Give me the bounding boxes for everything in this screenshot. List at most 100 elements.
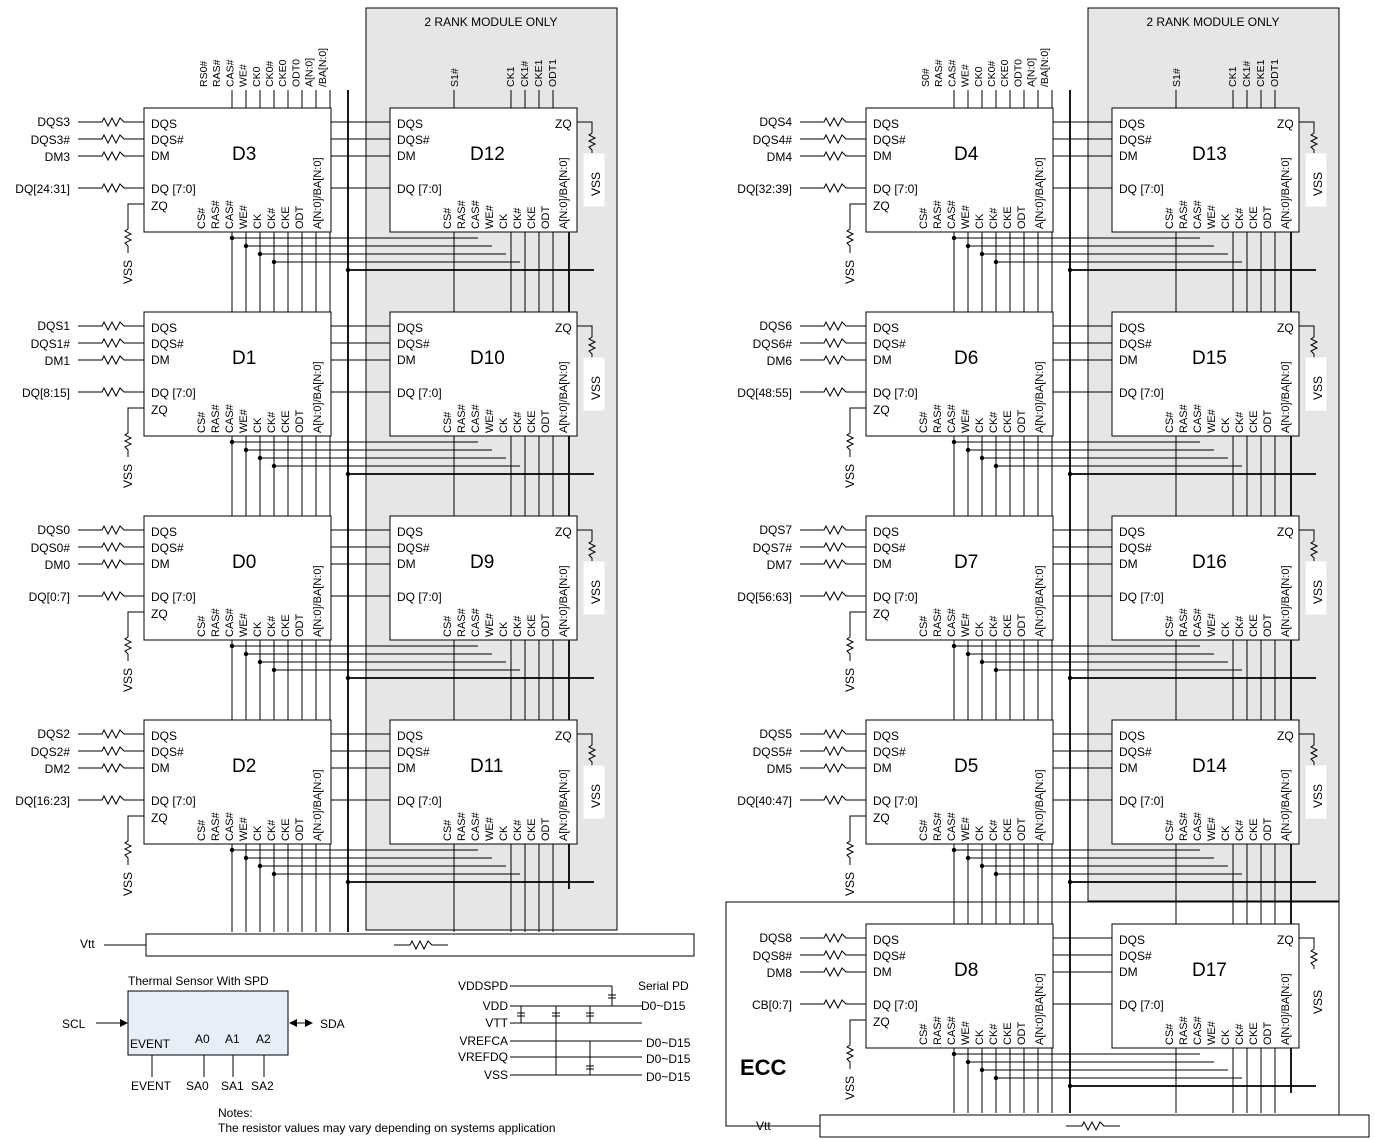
signal-label-dqs: DQS7: [759, 523, 792, 537]
vss-tag: [583, 765, 605, 819]
pin-dqs: DQS: [397, 321, 423, 335]
pin-ck-: CK#: [1234, 819, 1246, 841]
junction-dot: [1067, 879, 1073, 885]
series-resistor: [820, 386, 850, 398]
pin-we-: WE#: [238, 204, 250, 229]
signal-label-dqs: DQS4: [759, 115, 792, 129]
pin-ck-: CK#: [512, 615, 524, 637]
zq-resistor: [1309, 742, 1319, 765]
pin-zq: ZQ: [555, 321, 572, 335]
pin-cas-: CAS#: [224, 607, 236, 637]
signal-label-dqs: DQS2: [37, 727, 70, 741]
junction-dot: [1067, 471, 1073, 477]
pin-cas-: CAS#: [946, 1015, 958, 1045]
pin-dm: DM: [1119, 353, 1138, 367]
termination-resistor: [406, 939, 436, 951]
pin-dqs-n: DQS#: [1119, 949, 1152, 963]
rank1-label: 2 RANK MODULE ONLY: [424, 15, 557, 29]
signal-label-dq: DQ[32:39]: [737, 182, 792, 196]
vss-label: VSS: [1311, 376, 1325, 400]
chip-d12: [389, 107, 578, 233]
pin-dm: DM: [397, 761, 416, 775]
pin-dqs: DQS: [1119, 729, 1145, 743]
pin-dm: DM: [151, 761, 170, 775]
pin-cas-: CAS#: [946, 811, 958, 841]
pin-dq: DQ [7:0]: [873, 998, 918, 1012]
vtt-bar: [145, 933, 695, 957]
zq-resistor: [123, 838, 133, 861]
zq-resistor: [1309, 130, 1319, 153]
chip-d0: [143, 515, 332, 641]
pin-dqs: DQS: [151, 321, 177, 335]
pin-we-: WE#: [960, 204, 972, 229]
series-resistor: [820, 182, 850, 194]
pin-ck-: CK#: [512, 819, 524, 841]
pin-ck: CK: [498, 213, 510, 229]
junction-dot: [979, 863, 985, 869]
pin-dq: DQ [7:0]: [873, 794, 918, 808]
pin-ras-: RAS#: [932, 811, 944, 841]
top-signal: CAS#: [224, 59, 236, 87]
thermal-sensor-box: [127, 990, 289, 1056]
pin-ck: CK: [498, 621, 510, 637]
zq-wire: [577, 121, 593, 130]
junction-dot: [257, 251, 263, 257]
zq-wire: [127, 611, 144, 634]
pin-ck-: CK#: [988, 411, 1000, 433]
vss-tag: [1305, 765, 1327, 819]
pin-zq: ZQ: [1277, 525, 1294, 539]
pin-cs-: CS#: [1164, 615, 1176, 637]
top-signal: ODT0: [1012, 59, 1024, 87]
junction-dot: [993, 667, 999, 673]
signal-label-dqs: DQS6: [759, 319, 792, 333]
power-rail-label: VSS: [484, 1068, 508, 1082]
sa0-output: SA0: [186, 1079, 209, 1093]
junction-dot: [979, 455, 985, 461]
chip-label-d7: D7: [954, 552, 978, 573]
pin-cas-: CAS#: [224, 403, 236, 433]
signal-label-dqs: DQS1: [37, 319, 70, 333]
pin-dqs-n: DQS#: [1119, 133, 1152, 147]
junction-dot: [229, 235, 235, 241]
vss-tag: [1305, 561, 1327, 615]
pin-dm: DM: [873, 965, 892, 979]
pin-dq: DQ [7:0]: [151, 590, 196, 604]
top-signal: CKE0: [999, 59, 1011, 87]
pin-cs-: CS#: [442, 207, 454, 229]
junction-dot: [345, 267, 351, 273]
zq-resistor: [845, 1042, 855, 1065]
series-resistor: [98, 794, 128, 806]
pin-odt: ODT: [1016, 206, 1028, 230]
pin-we-: WE#: [484, 408, 496, 433]
junction-dot: [257, 863, 263, 869]
pin-ck-: CK#: [266, 411, 278, 433]
chip-d11: [389, 719, 578, 845]
zq-wire: [127, 407, 144, 430]
chip-d10: [389, 311, 578, 437]
pin-dm: DM: [397, 557, 416, 571]
junction-dot: [229, 439, 235, 445]
pin-ck-: CK#: [1234, 411, 1246, 433]
signal-label-dqs-n: DQS4#: [753, 133, 793, 147]
zq-resistor: [845, 838, 855, 861]
vtt-label: Vtt: [756, 1119, 771, 1133]
zq-wire: [849, 815, 866, 838]
pin-ck: CK: [252, 417, 264, 433]
pin-ck-: CK#: [512, 207, 524, 229]
pin-we-: WE#: [1206, 408, 1218, 433]
signal-label-dqs: DQS5: [759, 727, 792, 741]
pin-ck: CK: [1220, 1029, 1232, 1045]
zq-resistor: [845, 430, 855, 453]
pin-dqs: DQS: [1119, 321, 1145, 335]
pin-cas-: CAS#: [1192, 1015, 1204, 1045]
pin-ck-: CK#: [988, 819, 1000, 841]
vss-label: VSS: [121, 260, 135, 284]
zq-resistor: [845, 226, 855, 249]
signal-label-dqs-n: DQS6#: [753, 337, 793, 351]
pin-cke: CKE: [1002, 818, 1014, 841]
pin-a-n-0-ba-n-0-: A[N:0]/BA[N:0]: [1034, 769, 1046, 841]
pin-we-: WE#: [1206, 204, 1218, 229]
pin-odt: ODT: [540, 410, 552, 434]
arrow-head: [120, 1019, 128, 1027]
pin-ck-: CK#: [266, 207, 278, 229]
